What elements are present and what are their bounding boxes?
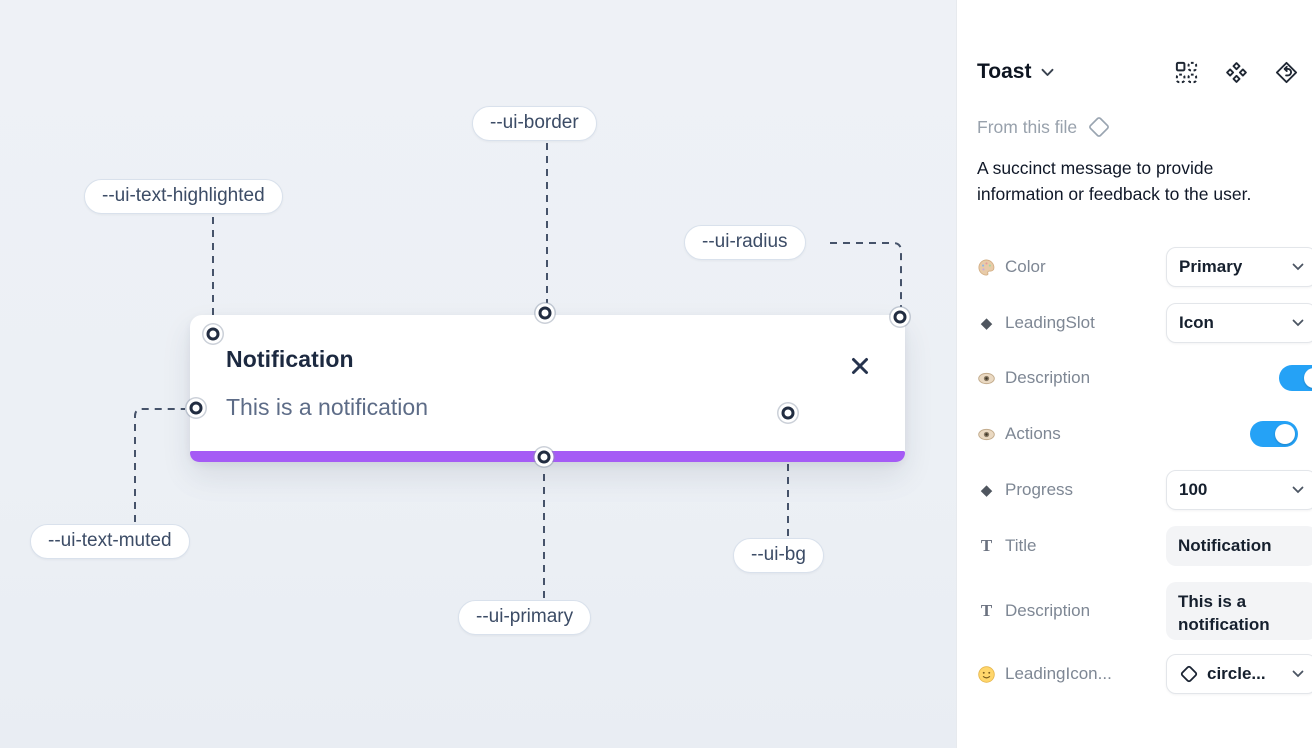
- css-var-label-ui-bg: --ui-bg: [733, 538, 824, 573]
- description-input[interactable]: This is a notification: [1166, 582, 1312, 640]
- anchor-dot-radius: [893, 310, 907, 324]
- x-icon: [849, 355, 871, 377]
- prop-row-leadingslot: ◆ LeadingSlot Icon: [977, 303, 1312, 343]
- toggle-knob: [1274, 424, 1295, 444]
- anchor-dot-bg: [781, 406, 795, 420]
- eye-icon: [977, 425, 996, 444]
- text-icon: T: [980, 536, 993, 555]
- leadingicon-dropdown[interactable]: circle...: [1166, 654, 1312, 694]
- chevron-down-icon: [1292, 319, 1304, 327]
- prop-row-title: T Title Notification: [977, 526, 1312, 566]
- component-preview-canvas: Notification This is a notification --ui…: [0, 0, 956, 748]
- title-input[interactable]: Notification: [1166, 526, 1312, 566]
- prop-label: T Description: [977, 601, 1090, 621]
- anchor-dot-text-highlighted: [206, 327, 220, 341]
- prop-row-progress: ◆ Progress 100: [977, 470, 1312, 510]
- css-var-label-ui-text-muted: --ui-text-muted: [30, 524, 190, 559]
- css-var-label-ui-border: --ui-border: [472, 106, 597, 141]
- prop-label: Description: [977, 368, 1090, 388]
- css-var-label-ui-radius: --ui-radius: [684, 225, 806, 260]
- leadingslot-dropdown[interactable]: Icon: [1166, 303, 1312, 343]
- prop-label: ◆ LeadingSlot: [977, 313, 1095, 333]
- toast-component: Notification This is a notification: [190, 315, 905, 462]
- toast-title: Notification: [226, 346, 354, 372]
- prop-label: Actions: [977, 424, 1061, 444]
- progress-dropdown[interactable]: 100: [1166, 470, 1312, 510]
- return-to-instance-icon[interactable]: [1275, 61, 1298, 84]
- component-name: Toast: [977, 60, 1032, 83]
- color-dropdown[interactable]: Primary: [1166, 247, 1312, 287]
- prop-row-color: Color Primary: [977, 247, 1312, 287]
- anchor-dot-border: [538, 306, 552, 320]
- prop-row-description-toggle: Description: [977, 358, 1312, 398]
- diamond-outline-icon: [1179, 664, 1199, 684]
- prop-row-description-text: T Description This is a notification: [977, 582, 1312, 640]
- prop-label: T Title: [977, 536, 1037, 556]
- smiley-icon: [977, 665, 996, 684]
- prop-label: LeadingIcon...: [977, 664, 1112, 684]
- chevron-down-icon: [1292, 670, 1304, 678]
- toast-description: This is a notification: [226, 394, 428, 420]
- toggle-knob: [1304, 368, 1312, 388]
- properties-panel: Toast: [956, 0, 1312, 748]
- anchor-dot-primary: [537, 450, 551, 464]
- eye-icon: [977, 369, 996, 388]
- css-var-label-ui-primary: --ui-primary: [458, 600, 592, 635]
- anchor-dot-text-muted: [189, 401, 203, 415]
- actions-toggle[interactable]: [1249, 421, 1298, 447]
- prop-label: ◆ Progress: [977, 480, 1073, 500]
- diamond-icon: ◆: [980, 481, 993, 499]
- toast-close-button[interactable]: [849, 355, 871, 377]
- prop-row-leadingicon: LeadingIcon... circle...: [977, 654, 1312, 694]
- panel-header: Toast: [977, 57, 1298, 87]
- source-row: From this file: [977, 115, 1111, 139]
- component-icon[interactable]: [1225, 61, 1248, 84]
- source-label: From this file: [977, 116, 1078, 137]
- prop-row-actions-toggle: Actions: [977, 414, 1298, 454]
- palette-icon: [977, 258, 996, 277]
- component-description: A succinct message to provide informatio…: [977, 158, 1252, 204]
- diamond-icon: ◆: [980, 314, 993, 332]
- prop-label: Color: [977, 257, 1046, 277]
- chevron-down-icon: [1292, 486, 1304, 494]
- diamond-outline-icon: [1087, 115, 1111, 139]
- description-toggle[interactable]: [1279, 365, 1312, 391]
- variant-grid-icon[interactable]: [1175, 61, 1198, 84]
- chevron-down-icon[interactable]: [1041, 68, 1054, 77]
- chevron-down-icon: [1292, 263, 1304, 271]
- text-icon: T: [980, 601, 993, 620]
- css-var-label-ui-text-highlighted: --ui-text-highlighted: [84, 179, 283, 214]
